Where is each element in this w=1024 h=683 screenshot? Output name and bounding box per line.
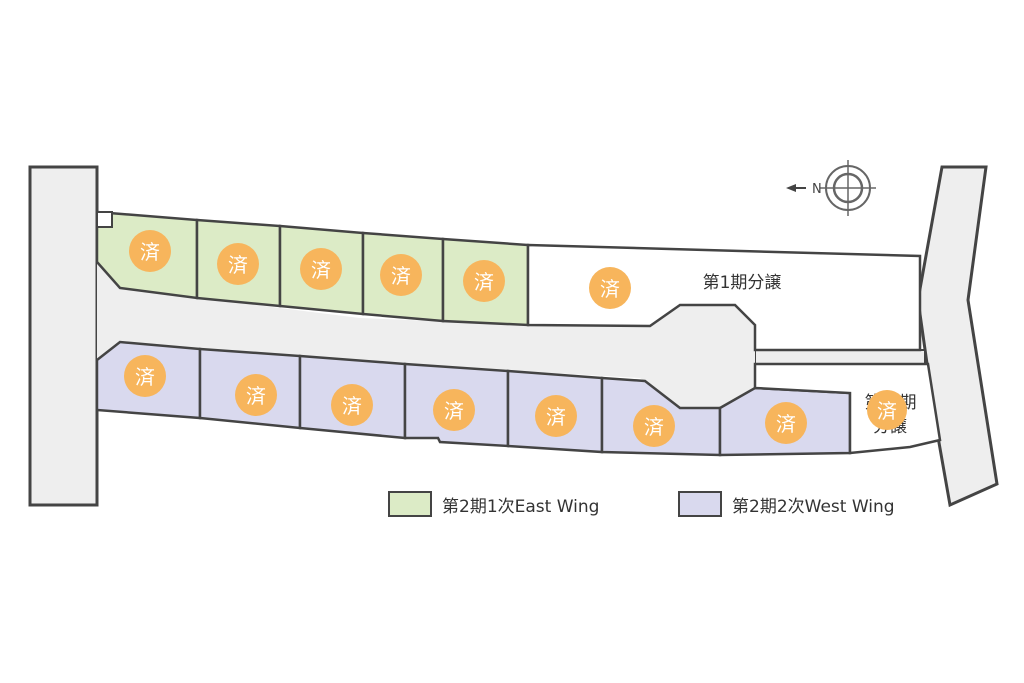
sold-badge-text: 済: [600, 277, 620, 301]
sold-badge-text: 済: [546, 405, 566, 429]
right-road: [916, 165, 999, 508]
phase1-lot[interactable]: [526, 243, 922, 352]
sold-badge-text: 済: [776, 412, 796, 436]
sold-badge: 済: [331, 384, 373, 426]
sold-badge-text: 済: [228, 253, 248, 277]
legend-east: 第2期1次East Wing: [388, 491, 599, 517]
legend-east-swatch: [388, 491, 432, 517]
sold-badge-text: 済: [246, 384, 266, 408]
east-wing-lots: [95, 210, 530, 327]
sold-badge-text: 済: [644, 415, 664, 439]
sold-badge: 済: [463, 260, 505, 302]
partial-lot[interactable]: [753, 362, 942, 455]
sold-badge: 済: [300, 248, 342, 290]
sold-badge-text: 済: [391, 264, 411, 288]
north-label: N: [812, 182, 822, 197]
side-path: [754, 349, 926, 365]
sold-badge: 済: [765, 402, 807, 444]
small-lot-marker: [96, 211, 113, 228]
sold-badge: 済: [633, 405, 675, 447]
sold-badges: 済済済済済済済済済済済済済: [124, 230, 807, 447]
sold-badge: 済: [433, 389, 475, 431]
sold-badge-text: 済: [342, 394, 362, 418]
partial-lot-sold-badge: 済: [867, 390, 907, 430]
compass-icon: N: [786, 160, 876, 216]
left-road: [28, 165, 99, 507]
sold-badge-text: 済: [444, 399, 464, 423]
sold-badge: 済: [217, 243, 259, 285]
sold-badge: 済: [589, 267, 631, 309]
sold-badge: 済: [380, 254, 422, 296]
sold-badge-text: 済: [311, 258, 331, 282]
sold-badge-text: 済: [135, 365, 155, 389]
legend-west-swatch: [678, 491, 722, 517]
sold-badge: 済: [535, 395, 577, 437]
svg-text:済: 済: [877, 399, 897, 423]
phase1-label: 第1期分譲: [703, 273, 782, 293]
sold-badge: 済: [235, 374, 277, 416]
sold-badge: 済: [124, 355, 166, 397]
sold-badge: 済: [129, 230, 171, 272]
legend-west: 第2期2次West Wing: [678, 491, 895, 517]
legend-east-label: 第2期1次East Wing: [442, 496, 600, 517]
central-road: [97, 260, 755, 408]
legend-west-label: 第2期2次West Wing: [732, 496, 895, 517]
sold-badge-text: 済: [140, 240, 160, 264]
sold-badge-text: 済: [474, 270, 494, 294]
